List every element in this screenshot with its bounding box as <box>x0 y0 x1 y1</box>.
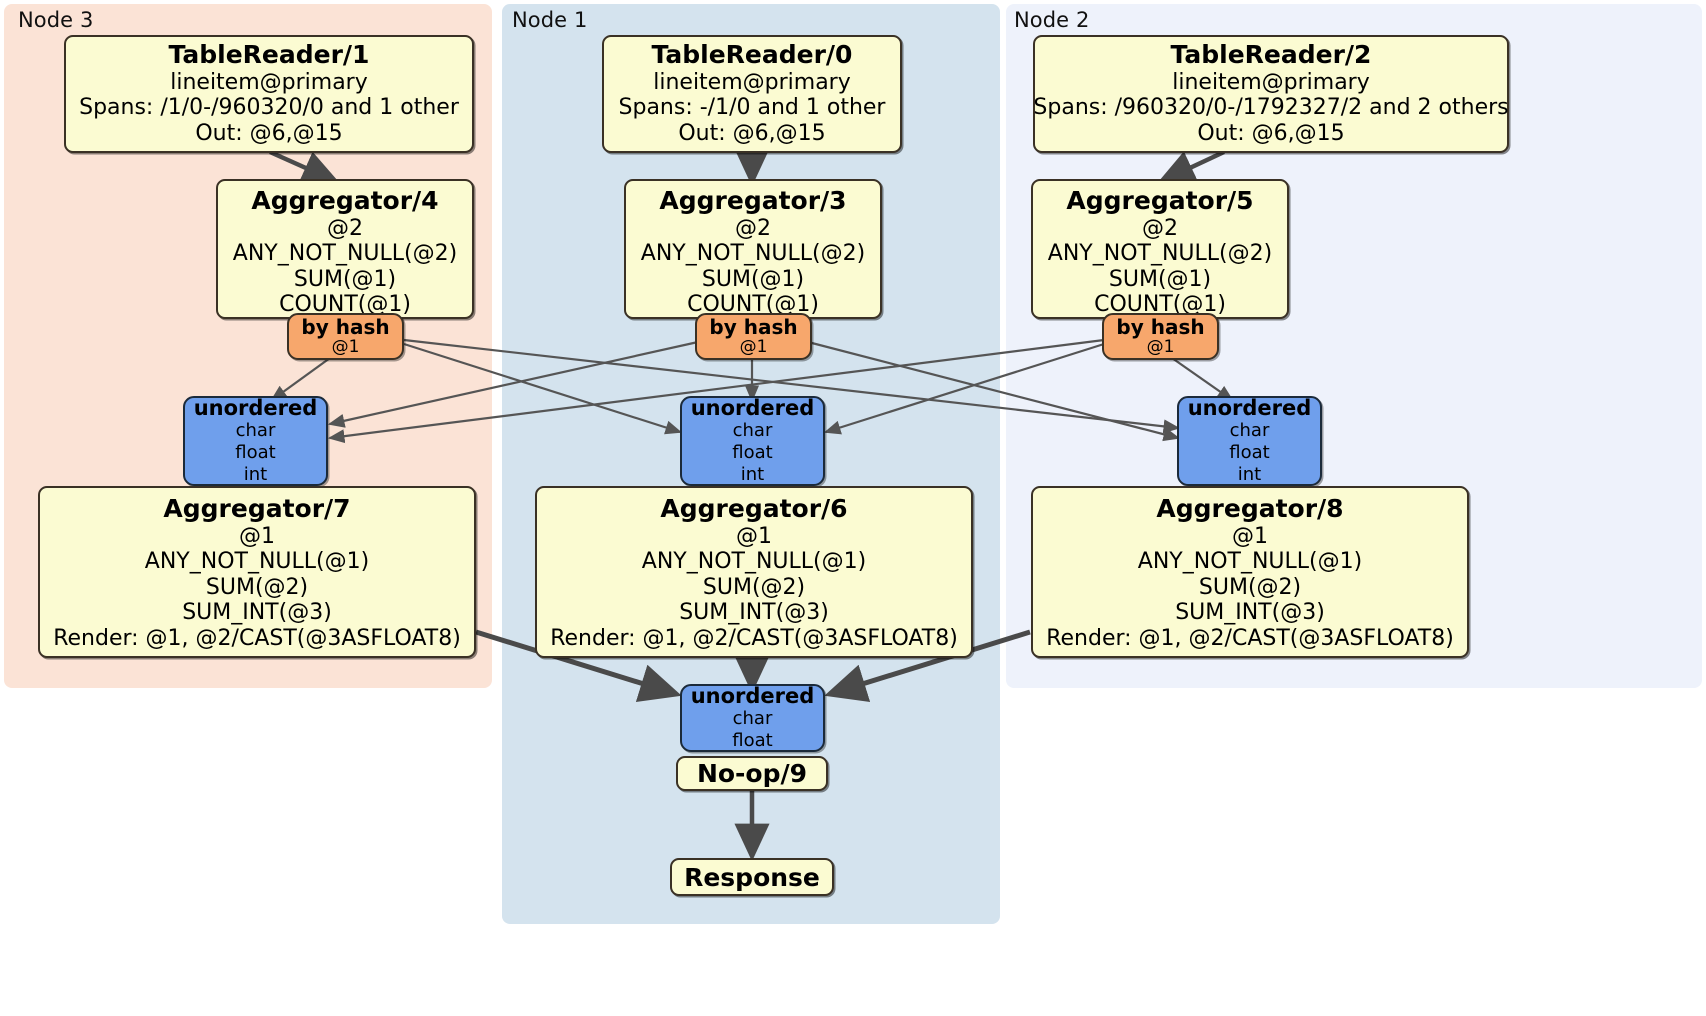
processor-title: Aggregator/6 <box>660 494 848 523</box>
synchronizer-line: char <box>235 420 276 442</box>
processor-line: lineitem@primary <box>1172 69 1370 95</box>
synchronizer-line: char <box>1229 420 1270 442</box>
processor-line: Render: @1, @2/CAST(@3ASFLOAT8) <box>53 625 461 651</box>
router-line: @1 <box>739 336 768 357</box>
processor-line: Out: @6,@15 <box>1197 121 1345 146</box>
processor-noop-9[interactable]: No-op/9 <box>676 756 828 791</box>
processor-aggregator-3[interactable]: Aggregator/3 @2 ANY_NOT_NULL(@2) SUM(@1)… <box>624 179 882 319</box>
processor-line: SUM(@2) <box>702 574 806 600</box>
synchronizer-line: float <box>732 441 773 463</box>
processor-line: SUM_INT(@3) <box>679 600 829 626</box>
processor-line: @1 <box>736 523 772 549</box>
processor-line: @1 <box>1232 523 1268 549</box>
processor-aggregator-8[interactable]: Aggregator/8 @1 ANY_NOT_NULL(@1) SUM(@2)… <box>1031 486 1469 658</box>
processor-response[interactable]: Response <box>670 858 834 896</box>
processor-title: TableReader/2 <box>1170 40 1372 70</box>
processor-title: Aggregator/8 <box>1156 494 1344 523</box>
processor-line: SUM(@2) <box>1198 574 1302 600</box>
processor-line: ANY_NOT_NULL(@1) <box>1137 549 1363 575</box>
processor-line: Spans: -/1/0 and 1 other <box>618 95 886 121</box>
router-by-hash-right[interactable]: by hash @1 <box>1102 313 1219 360</box>
synchronizer-line: int <box>740 463 765 485</box>
synchronizer-title: unordered <box>1187 395 1312 420</box>
processor-line: ANY_NOT_NULL(@1) <box>144 549 370 575</box>
synchronizer-line: int <box>243 463 268 485</box>
synchronizer-line: int <box>1237 463 1262 485</box>
processor-tablereader-2[interactable]: TableReader/2 lineitem@primary Spans: /9… <box>1033 35 1509 153</box>
processor-line: SUM(@2) <box>205 574 309 600</box>
node-label-node1: Node 1 <box>512 8 588 32</box>
processor-line: @2 <box>735 215 771 241</box>
processor-line: SUM_INT(@3) <box>182 600 332 626</box>
synchronizer-line: float <box>732 729 773 751</box>
processor-line: Out: @6,@15 <box>678 121 826 146</box>
synchronizer-title: unordered <box>690 683 815 708</box>
processor-line: ANY_NOT_NULL(@2) <box>1047 241 1273 267</box>
processor-aggregator-4[interactable]: Aggregator/4 @2 ANY_NOT_NULL(@2) SUM(@1)… <box>216 179 474 319</box>
synchronizer-title: unordered <box>690 395 815 420</box>
synchronizer-unordered-right[interactable]: unordered char float int <box>1177 396 1322 486</box>
router-title: by hash <box>1116 314 1205 339</box>
node-label-node2: Node 2 <box>1014 8 1090 32</box>
processor-title: Aggregator/5 <box>1066 186 1254 215</box>
router-line: @1 <box>1146 336 1175 357</box>
synchronizer-unordered-final[interactable]: unordered char float <box>680 684 825 752</box>
processor-line: COUNT(@1) <box>1094 292 1226 318</box>
processor-line: lineitem@primary <box>653 69 851 95</box>
router-by-hash-center[interactable]: by hash @1 <box>695 313 812 360</box>
router-title: by hash <box>301 314 390 339</box>
processor-line: lineitem@primary <box>170 69 368 95</box>
synchronizer-unordered-center[interactable]: unordered char float int <box>680 396 825 486</box>
processor-line: @2 <box>327 215 363 241</box>
processor-line: SUM(@1) <box>701 266 805 292</box>
node-label-node3: Node 3 <box>18 8 94 32</box>
router-by-hash-left[interactable]: by hash @1 <box>287 313 404 360</box>
processor-line: Render: @1, @2/CAST(@3ASFLOAT8) <box>1046 625 1454 651</box>
processor-title: No-op/9 <box>696 759 808 788</box>
processor-line: ANY_NOT_NULL(@2) <box>232 241 458 267</box>
processor-line: Out: @6,@15 <box>195 121 343 146</box>
processor-line: SUM(@1) <box>293 266 397 292</box>
processor-line: Spans: /960320/0-/1792327/2 and 2 others <box>1033 95 1509 121</box>
processor-line: @2 <box>1142 215 1178 241</box>
synchronizer-line: float <box>235 441 276 463</box>
processor-line: SUM_INT(@3) <box>1175 600 1325 626</box>
processor-line: ANY_NOT_NULL(@1) <box>641 549 867 575</box>
processor-title: Response <box>684 862 820 892</box>
router-title: by hash <box>709 314 798 339</box>
processor-line: COUNT(@1) <box>279 292 411 318</box>
processor-line: ANY_NOT_NULL(@2) <box>640 241 866 267</box>
synchronizer-line: float <box>1229 441 1270 463</box>
processor-aggregator-6[interactable]: Aggregator/6 @1 ANY_NOT_NULL(@1) SUM(@2)… <box>535 486 973 658</box>
processor-line: COUNT(@1) <box>687 292 819 318</box>
processor-tablereader-0[interactable]: TableReader/0 lineitem@primary Spans: -/… <box>602 35 902 153</box>
processor-line: @1 <box>239 523 275 549</box>
processor-aggregator-7[interactable]: Aggregator/7 @1 ANY_NOT_NULL(@1) SUM(@2)… <box>38 486 476 658</box>
processor-aggregator-5[interactable]: Aggregator/5 @2 ANY_NOT_NULL(@2) SUM(@1)… <box>1031 179 1289 319</box>
synchronizer-line: char <box>732 420 773 442</box>
synchronizer-unordered-left[interactable]: unordered char float int <box>183 396 328 486</box>
processor-title: TableReader/0 <box>651 40 853 70</box>
processor-tablereader-1[interactable]: TableReader/1 lineitem@primary Spans: /1… <box>64 35 474 153</box>
processor-title: Aggregator/3 <box>659 186 847 215</box>
processor-line: SUM(@1) <box>1108 266 1212 292</box>
processor-title: TableReader/1 <box>168 40 370 70</box>
processor-title: Aggregator/4 <box>251 186 439 215</box>
synchronizer-line: char <box>732 708 773 730</box>
router-line: @1 <box>331 336 360 357</box>
processor-line: Render: @1, @2/CAST(@3ASFLOAT8) <box>550 625 958 651</box>
processor-line: Spans: /1/0-/960320/0 and 1 other <box>79 95 459 121</box>
synchronizer-title: unordered <box>193 395 318 420</box>
processor-title: Aggregator/7 <box>163 494 351 523</box>
